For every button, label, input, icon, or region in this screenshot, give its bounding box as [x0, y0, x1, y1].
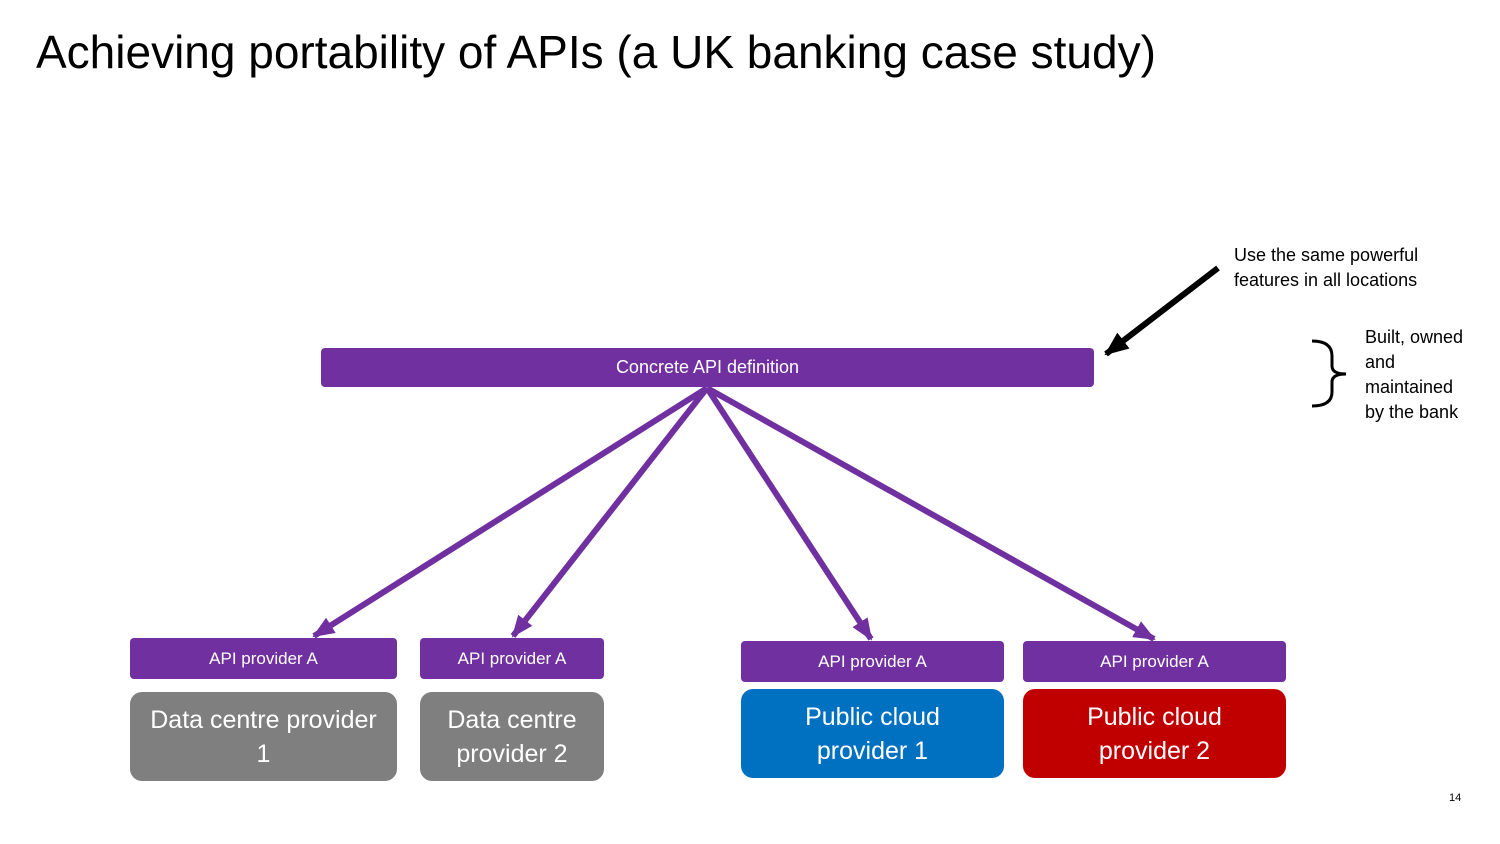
annotation-arrow	[1104, 265, 1220, 357]
concrete-api-definition: Concrete API definition	[321, 348, 1094, 387]
api-provider-label-dc2: API provider A	[420, 638, 604, 679]
data-centre-provider-1: Data centre provider 1	[130, 692, 397, 781]
data-centre-provider-2: Data centre provider 2	[420, 692, 604, 781]
api-provider-label-cloud1: API provider A	[741, 641, 1004, 682]
api-provider-label-dc1: API provider A	[130, 638, 397, 679]
connector-arrow-dc1	[312, 385, 709, 639]
ownership-note: Built, owned and maintained by the bank	[1365, 325, 1463, 425]
provider-name-line2: provider 2	[456, 739, 568, 768]
provider-name-line2: 1	[256, 739, 271, 768]
provider-name-line2: provider 1	[816, 736, 929, 765]
connector-arrow-cloud2	[705, 385, 1156, 642]
connector-arrow-cloud1	[704, 386, 874, 641]
ownership-note-line4: by the bank	[1365, 402, 1459, 422]
annotation-line1: Use the same powerful	[1234, 245, 1419, 265]
provider-name-line1: Data centre provider	[150, 705, 377, 734]
curly-brace-icon	[1311, 339, 1347, 408]
public-cloud-provider-1: Public cloud provider 1	[741, 689, 1004, 778]
provider-name-line1: Data centre	[447, 705, 577, 734]
annotation-line2: features in all locations	[1234, 270, 1418, 290]
connector-arrow-dc2	[510, 386, 710, 638]
ownership-note-line2: and	[1365, 352, 1396, 372]
provider-name-line1: Public cloud	[805, 702, 940, 731]
api-provider-label-cloud2: API provider A	[1023, 641, 1286, 682]
ownership-note-line1: Built, owned	[1365, 327, 1464, 347]
public-cloud-provider-2: Public cloud provider 2	[1023, 689, 1286, 778]
slide-title: Achieving portability of APIs (a UK bank…	[36, 26, 1156, 78]
provider-name-line2: provider 2	[1098, 736, 1211, 765]
ownership-note-line3: maintained	[1365, 377, 1454, 397]
provider-name-line1: Public cloud	[1087, 702, 1222, 731]
page-number: 14	[1449, 792, 1462, 804]
same-features-annotation: Use the same powerful features in all lo…	[1234, 243, 1418, 293]
